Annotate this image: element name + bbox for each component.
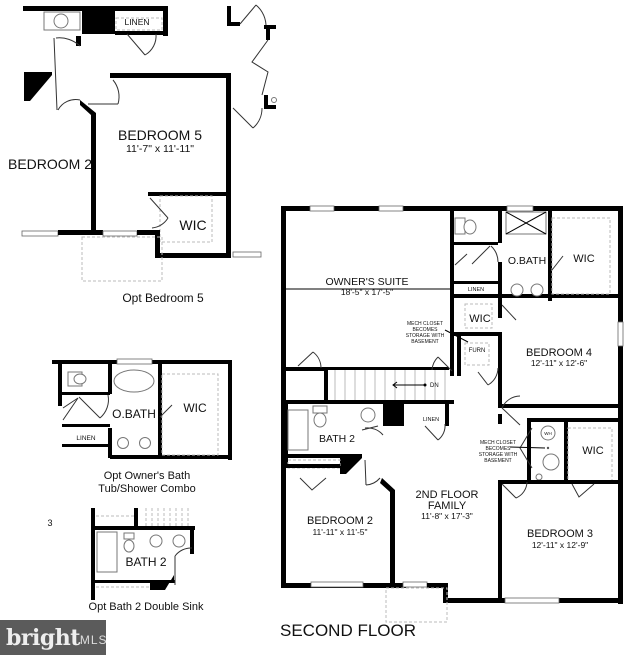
- stair-down-label: DN: [430, 383, 439, 389]
- bedroom5-label: BEDROOM 5: [118, 127, 202, 143]
- opt-bath2-plan: BATH 2 3 Opt Bath 2 Double Sink: [47, 508, 204, 613]
- bath2-label: BATH 2: [125, 555, 166, 569]
- wic-owners-2-label: WIC: [469, 313, 490, 325]
- obath-label: O.BATH: [112, 407, 156, 421]
- linen-label: LINEN: [124, 17, 149, 27]
- opt-owners-bath-caption-1: Opt Owner's Bath: [104, 470, 190, 482]
- svg-text:BECOMES: BECOMES: [485, 446, 511, 452]
- floor-title: SECOND FLOOR: [280, 621, 416, 640]
- svg-text:BASEMENT: BASEMENT: [484, 458, 512, 464]
- bedroom5-dims: 11'-7" x 11'-11": [126, 143, 194, 155]
- bedroom2-label: BEDROOM 2: [307, 515, 373, 527]
- svg-text:MECH CLOSET: MECH CLOSET: [480, 440, 516, 446]
- mech-closet-note-2: MECH CLOSET BECOMES STORAGE WITH BASEMEN…: [479, 440, 518, 464]
- bedroom4-label: BEDROOM 4: [526, 347, 592, 359]
- bath2-label: BATH 2: [319, 433, 355, 445]
- bright-mls-watermark: bright MLS: [0, 620, 108, 655]
- opt-owners-bath-caption-2: Tub/Shower Combo: [98, 483, 195, 495]
- wic-bedroom3-label: WIC: [582, 445, 603, 457]
- svg-text:STORAGE WITH: STORAGE WITH: [406, 333, 445, 339]
- watermark-suffix: MLS: [79, 633, 108, 647]
- bedroom3-dims: 12'-11" x 12'-9": [532, 540, 588, 550]
- bedroom2-label: BEDROOM 2: [8, 156, 92, 172]
- opt-owners-bath-plan: O.BATH WIC LINEN Opt Owner's Bath Tub/Sh…: [52, 358, 232, 495]
- family-label-line2: FAMILY: [428, 500, 467, 512]
- svg-text:STORAGE WITH: STORAGE WITH: [479, 452, 518, 458]
- obath-label: O.BATH: [508, 255, 546, 267]
- bedroom2-dims: 11'-11" x 11'-5": [312, 527, 367, 537]
- svg-text:MECH CLOSET: MECH CLOSET: [407, 321, 443, 327]
- owners-suite-dims: 18'-5" x 17'-5": [341, 287, 393, 297]
- bedroom4-dims: 12'-11" x 12'-6": [531, 358, 587, 368]
- opt-bedroom5-plan: LINEN BEDROOM 5 11'-7" x 11'-11" BEDROOM…: [8, 4, 277, 305]
- furnace-label: FURN: [469, 348, 486, 354]
- family-dims: 11'-8" x 17'-3": [421, 511, 473, 521]
- opt-bath2-caption: Opt Bath 2 Double Sink: [89, 601, 204, 613]
- svg-text:BASEMENT: BASEMENT: [411, 339, 439, 345]
- linen-label: LINEN: [76, 435, 95, 442]
- owners-suite-label: OWNER'S SUITE: [325, 276, 408, 288]
- svg-text:BECOMES: BECOMES: [412, 327, 438, 333]
- linen-2-label: LINEN: [423, 417, 439, 423]
- linen-label: LINEN: [468, 287, 484, 293]
- bedroom3-label: BEDROOM 3: [527, 528, 593, 540]
- wic-label: WIC: [179, 217, 206, 233]
- family-label-line1: 2ND FLOOR: [416, 489, 479, 501]
- wic-label: WIC: [183, 401, 207, 415]
- second-floor-plan: OWNER'S SUITE 18'-5" x 17'-5" O.BATH WIC…: [280, 205, 624, 640]
- cropped-label-fragment: 3: [47, 518, 52, 528]
- watermark-brand: bright: [6, 624, 80, 651]
- wic-owners-label: WIC: [573, 253, 594, 265]
- water-heater-label: WH: [544, 431, 552, 436]
- opt-bedroom5-caption: Opt Bedroom 5: [122, 291, 204, 305]
- mech-closet-note-1: MECH CLOSET BECOMES STORAGE WITH BASEMEN…: [406, 321, 469, 345]
